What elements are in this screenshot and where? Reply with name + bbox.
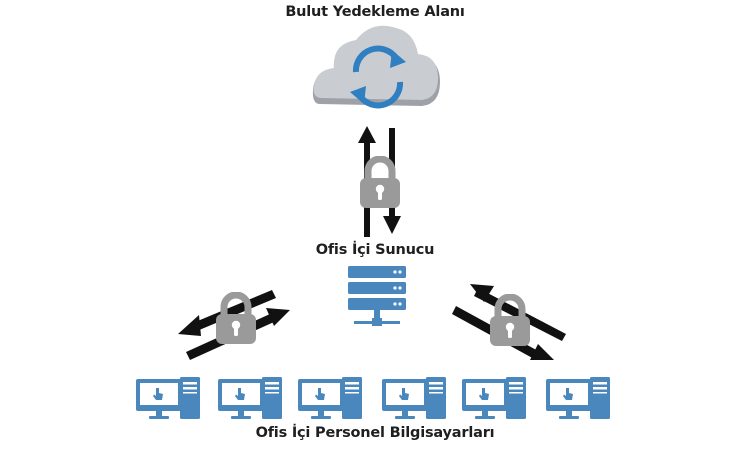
desktop-computer-icon xyxy=(298,377,362,419)
desktop-computer-icon xyxy=(546,377,610,419)
sync-icon xyxy=(352,45,404,109)
desktop-computer-icon xyxy=(218,377,282,419)
office-computers-label: Ofis İçi Personel Bilgisayarları xyxy=(255,425,495,441)
padlock-icon xyxy=(360,159,400,208)
desktop-computer-icon xyxy=(136,377,200,419)
desktop-computer-icon xyxy=(382,377,446,419)
server-icon xyxy=(348,266,406,326)
desktop-computer-icon xyxy=(462,377,526,419)
padlock-icon xyxy=(216,295,256,344)
padlock-icon xyxy=(490,297,530,346)
cloud-icon xyxy=(312,25,440,109)
office-server-label: Ofis İçi Sunucu xyxy=(315,242,435,258)
cloud-backup-label: Bulut Yedekleme Alanı xyxy=(285,4,465,20)
